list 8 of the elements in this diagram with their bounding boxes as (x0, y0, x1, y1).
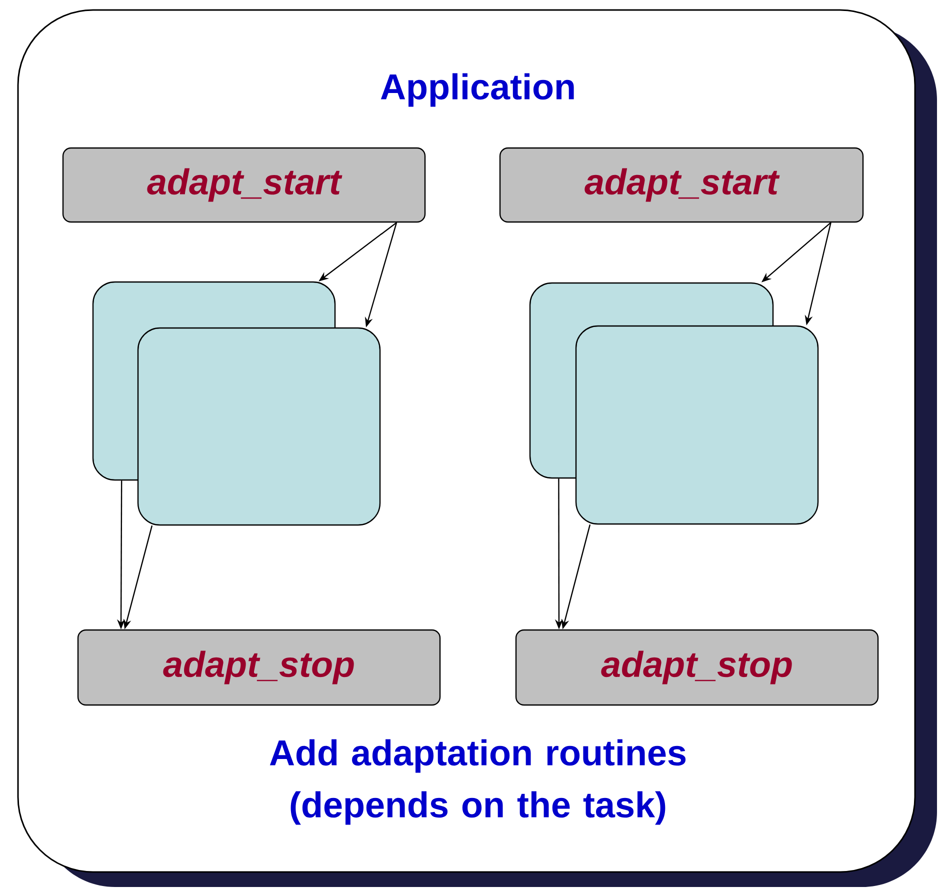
caption-text: Add adaptation routines (depends on the task) (270, 739, 686, 825)
routine-box (575, 325, 819, 525)
label-box: adapt_stop (77, 629, 441, 706)
label-box: adapt_stop (515, 629, 879, 706)
label-box: adapt_start (62, 147, 426, 223)
routine-box (137, 327, 381, 526)
label-box: adapt_start (499, 147, 864, 223)
heading: Application (380, 73, 574, 107)
